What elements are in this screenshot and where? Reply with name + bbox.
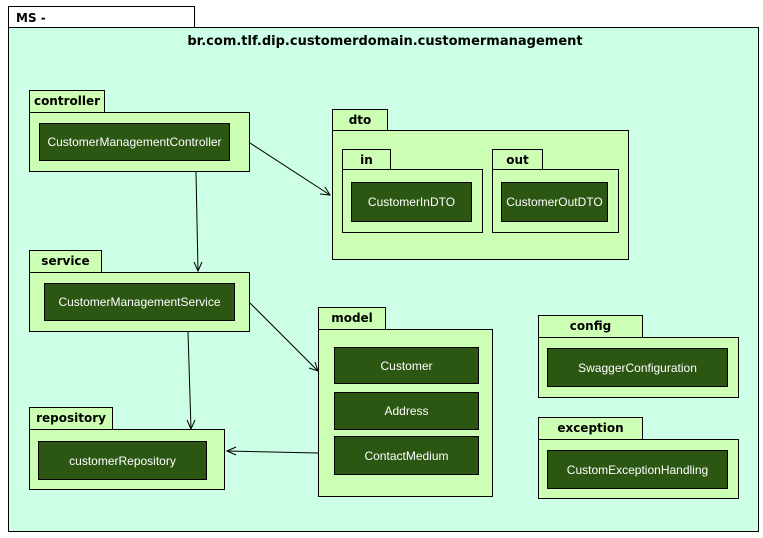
class-customer[interactable]: Customer bbox=[334, 347, 479, 384]
arrow-model-to-repository bbox=[226, 450, 319, 454]
class-customer-management-controller[interactable]: CustomerManagementController bbox=[39, 123, 230, 161]
arrowhead-model-to-repository bbox=[225, 446, 237, 456]
class-customer-out-dto[interactable]: CustomerOutDTO bbox=[501, 182, 608, 222]
class-label: Customer bbox=[380, 358, 433, 373]
package-repository-tab: repository bbox=[29, 407, 113, 430]
package-dto-in-label: in bbox=[360, 153, 373, 167]
class-address[interactable]: Address bbox=[334, 392, 479, 430]
package-controller-label: controller bbox=[33, 94, 101, 108]
package-config-label: config bbox=[569, 319, 612, 333]
package-service-label: service bbox=[41, 254, 90, 268]
class-label: SwaggerConfiguration bbox=[578, 360, 697, 375]
package-exception-tab: exception bbox=[538, 417, 643, 440]
class-label: customerRepository bbox=[69, 453, 176, 468]
class-customer-in-dto[interactable]: CustomerInDTO bbox=[351, 182, 472, 222]
arrowhead-controller-to-dto bbox=[319, 186, 331, 196]
class-label: CustomerInDTO bbox=[367, 195, 456, 209]
package-service-tab: service bbox=[29, 250, 102, 273]
class-label: CustomerManagementController bbox=[47, 135, 222, 149]
arrowhead-service-to-repository bbox=[186, 419, 196, 431]
arrowhead-controller-to-service bbox=[193, 261, 203, 273]
arrow-controller-to-service bbox=[195, 171, 199, 272]
class-label: CustomerManagementService bbox=[58, 295, 221, 309]
package-dto-out-tab: out bbox=[492, 149, 543, 170]
package-model-label: model bbox=[331, 311, 373, 325]
package-dto-in-tab: in bbox=[342, 149, 391, 170]
arrow-service-to-repository bbox=[187, 331, 192, 430]
package-repository-label: repository bbox=[36, 411, 106, 425]
class-label: CustomExceptionHandling bbox=[566, 462, 709, 477]
package-controller-tab: controller bbox=[29, 90, 105, 113]
package-config-tab: config bbox=[538, 315, 643, 338]
arrow-controller-to-dto bbox=[249, 142, 331, 196]
class-label: Address bbox=[384, 404, 429, 418]
class-label: CustomerOutDTO bbox=[506, 195, 603, 209]
class-custom-exception-handling[interactable]: CustomExceptionHandling bbox=[547, 450, 728, 489]
package-model-tab: model bbox=[318, 307, 386, 330]
class-contact-medium[interactable]: ContactMedium bbox=[334, 436, 479, 475]
root-package-label: br.com.tlf.dip.customerdomain.customerma… bbox=[187, 34, 583, 49]
package-dto-label: dto bbox=[348, 113, 372, 127]
class-customer-management-service[interactable]: CustomerManagementService bbox=[44, 283, 235, 321]
class-swagger-configuration[interactable]: SwaggerConfiguration bbox=[547, 348, 728, 387]
arrowhead-service-to-model bbox=[308, 361, 319, 372]
class-customer-repository[interactable]: customerRepository bbox=[38, 441, 207, 480]
arrow-service-to-model bbox=[249, 302, 319, 372]
package-dto-tab: dto bbox=[332, 109, 388, 131]
class-label: ContactMedium bbox=[364, 448, 449, 463]
package-exception-label: exception bbox=[557, 421, 624, 435]
package-dto-out-label: out bbox=[506, 153, 529, 167]
